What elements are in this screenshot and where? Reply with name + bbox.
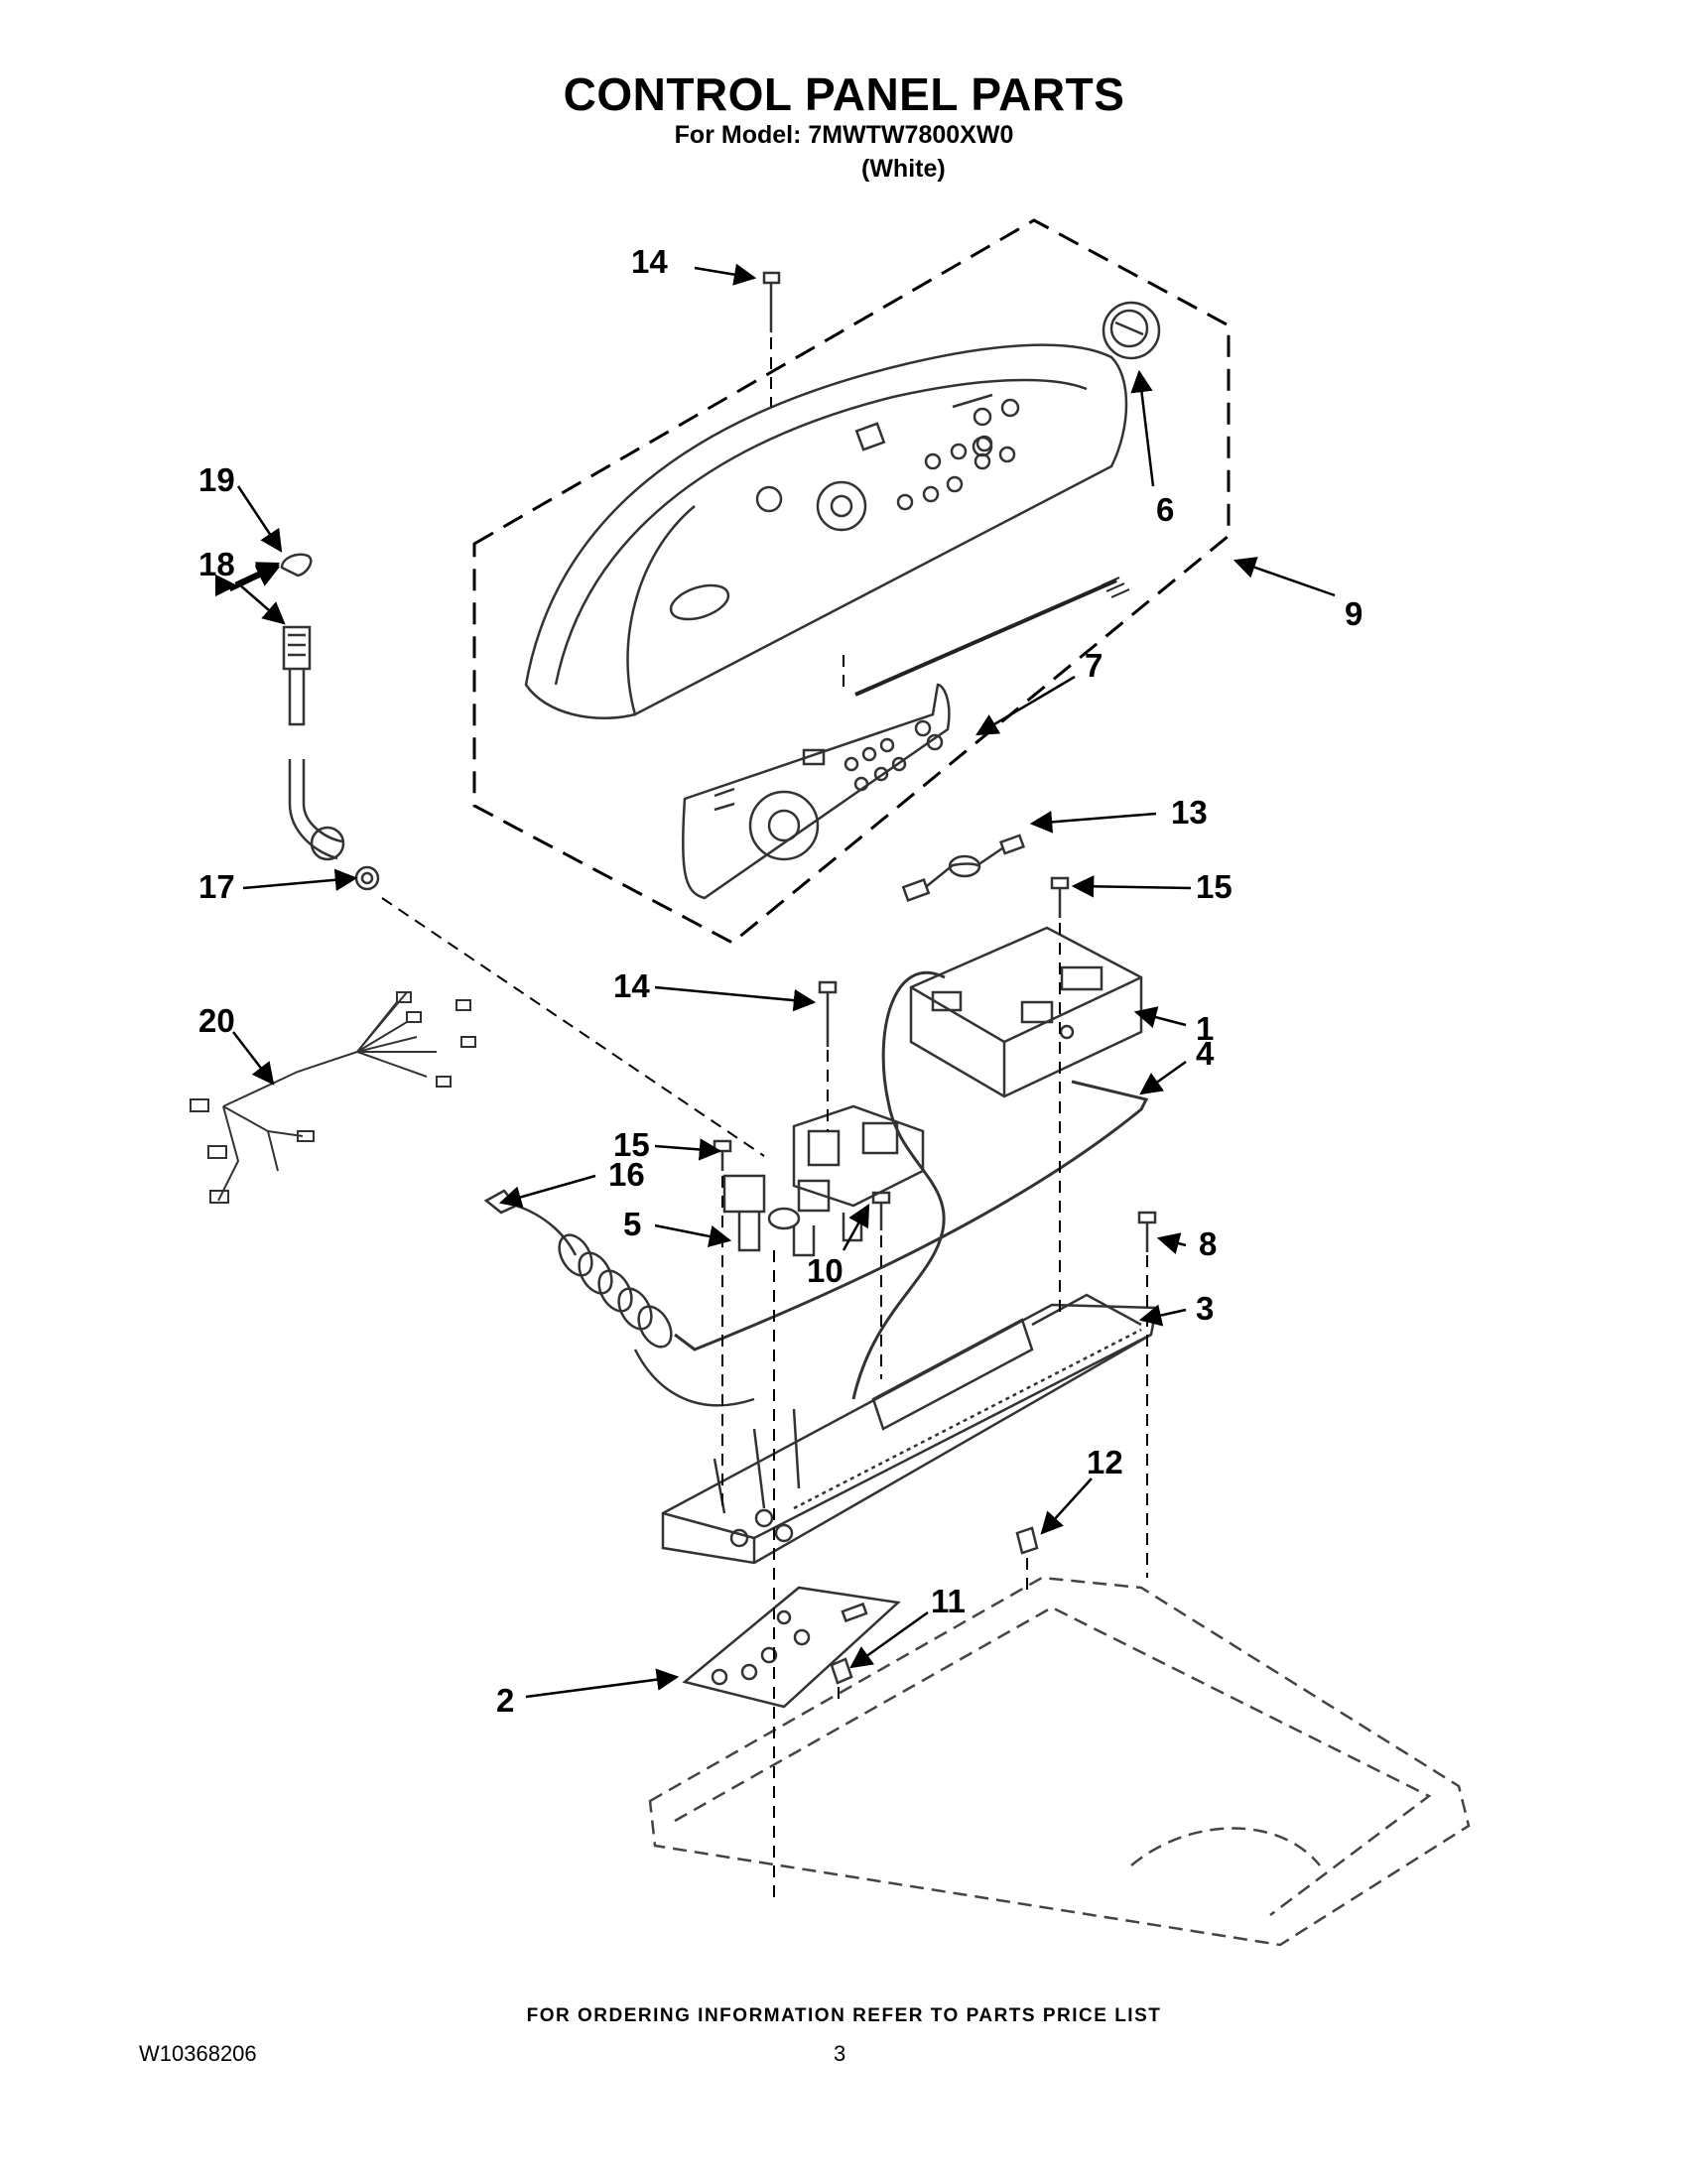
control-base-part	[661, 1293, 1158, 1565]
water-valve-part	[722, 1104, 925, 1257]
ui-board-wire	[854, 578, 1117, 697]
screw-parts	[713, 271, 1157, 1252]
callout-3: 3	[1196, 1290, 1214, 1327]
callout-9: 9	[1345, 595, 1363, 632]
plate-part	[682, 1586, 901, 1709]
ordering-info-note: FOR ORDERING INFORMATION REFER TO PARTS …	[526, 2005, 1162, 2026]
callout-4: 4	[1196, 1035, 1215, 1072]
small-harness-part	[901, 834, 1026, 902]
callout-2: 2	[496, 1682, 514, 1719]
callout-10: 10	[807, 1252, 844, 1289]
callout-5: 5	[623, 1206, 641, 1242]
model-subtitle: For Model: 7MWTW7800XW0	[674, 121, 1014, 149]
cabinet-top-outline	[648, 1576, 1471, 1947]
callout-15-right: 15	[1196, 868, 1233, 905]
callout-19: 19	[198, 461, 235, 498]
callout-7: 7	[1085, 647, 1103, 684]
callout-1: 1	[1196, 1010, 1214, 1047]
color-variant: (White)	[861, 155, 946, 183]
console-assembly-boundary	[472, 218, 1231, 945]
callout-arrows	[229, 263, 1336, 1699]
pressure-hose-part	[280, 553, 380, 891]
page-number: 3	[834, 2041, 846, 2066]
callout-14-middle: 14	[613, 967, 650, 1004]
page-title: CONTROL PANEL PARTS	[563, 68, 1125, 120]
control-board-wire	[851, 970, 946, 1400]
wire-rod-part	[674, 1080, 1149, 1351]
console-housing	[524, 343, 1128, 719]
callout-14-top: 14	[631, 243, 668, 280]
inlet-hose-part	[483, 1189, 755, 1407]
knob-part	[1102, 301, 1161, 360]
callout-18: 18	[198, 546, 235, 582]
control-board-part	[909, 926, 1143, 1098]
wiring-harness-part	[190, 991, 476, 1204]
document-number: W10368206	[139, 2041, 257, 2066]
callout-6: 6	[1156, 491, 1174, 528]
alignment-lines	[381, 337, 1148, 1905]
callout-20: 20	[198, 1002, 235, 1039]
wire-connector	[1101, 577, 1130, 598]
callout-16: 16	[608, 1156, 645, 1193]
callout-12: 12	[1087, 1444, 1123, 1480]
callout-8: 8	[1199, 1225, 1217, 1262]
callout-11: 11	[931, 1583, 966, 1619]
callout-17: 17	[198, 868, 235, 905]
callout-15-left: 15	[613, 1126, 650, 1163]
callout-13: 13	[1171, 794, 1208, 831]
clip-parts	[830, 1526, 1039, 1685]
ui-board-part	[681, 683, 951, 900]
